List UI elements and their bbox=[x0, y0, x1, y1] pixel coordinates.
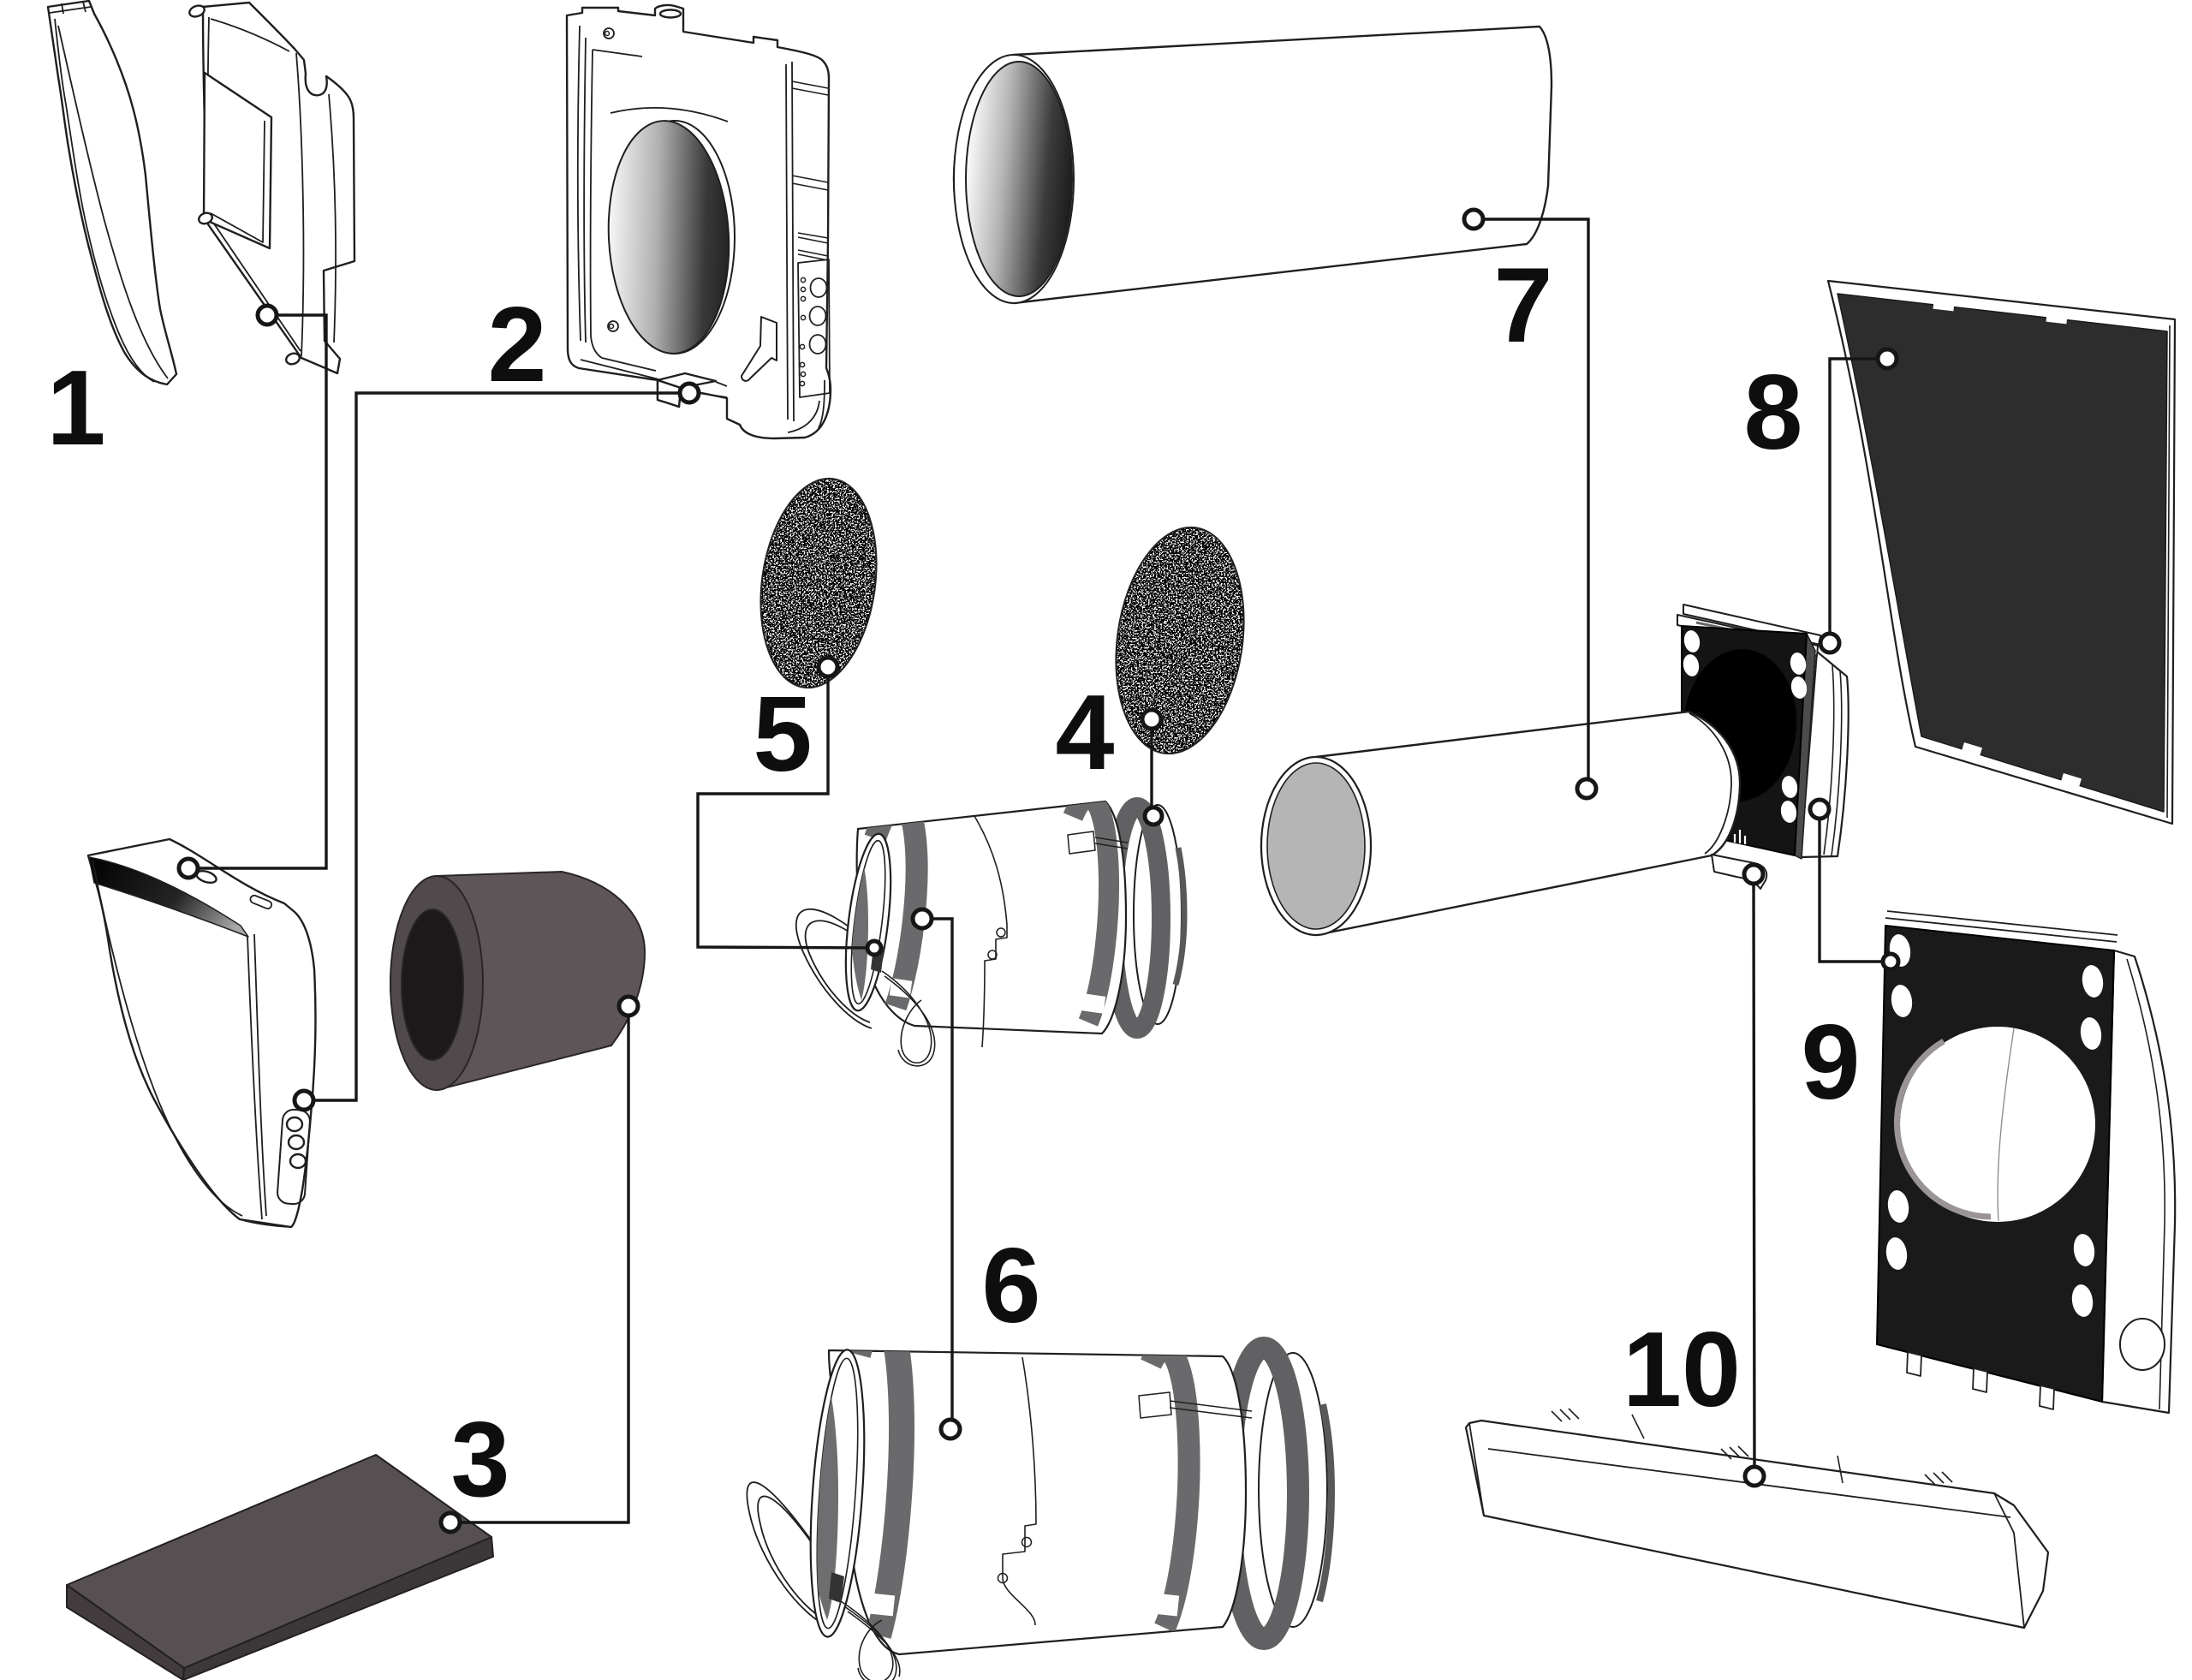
svg-text:10: 10 bbox=[1623, 1311, 1741, 1429]
svg-text:7: 7 bbox=[1494, 247, 1553, 365]
svg-text:1: 1 bbox=[47, 349, 106, 468]
svg-text:8: 8 bbox=[1744, 354, 1803, 472]
svg-text:4: 4 bbox=[1056, 674, 1115, 792]
svg-text:3: 3 bbox=[451, 1401, 510, 1519]
svg-text:2: 2 bbox=[488, 286, 547, 404]
svg-text:6: 6 bbox=[982, 1227, 1041, 1345]
svg-text:9: 9 bbox=[1802, 1004, 1861, 1122]
svg-text:5: 5 bbox=[754, 676, 813, 794]
